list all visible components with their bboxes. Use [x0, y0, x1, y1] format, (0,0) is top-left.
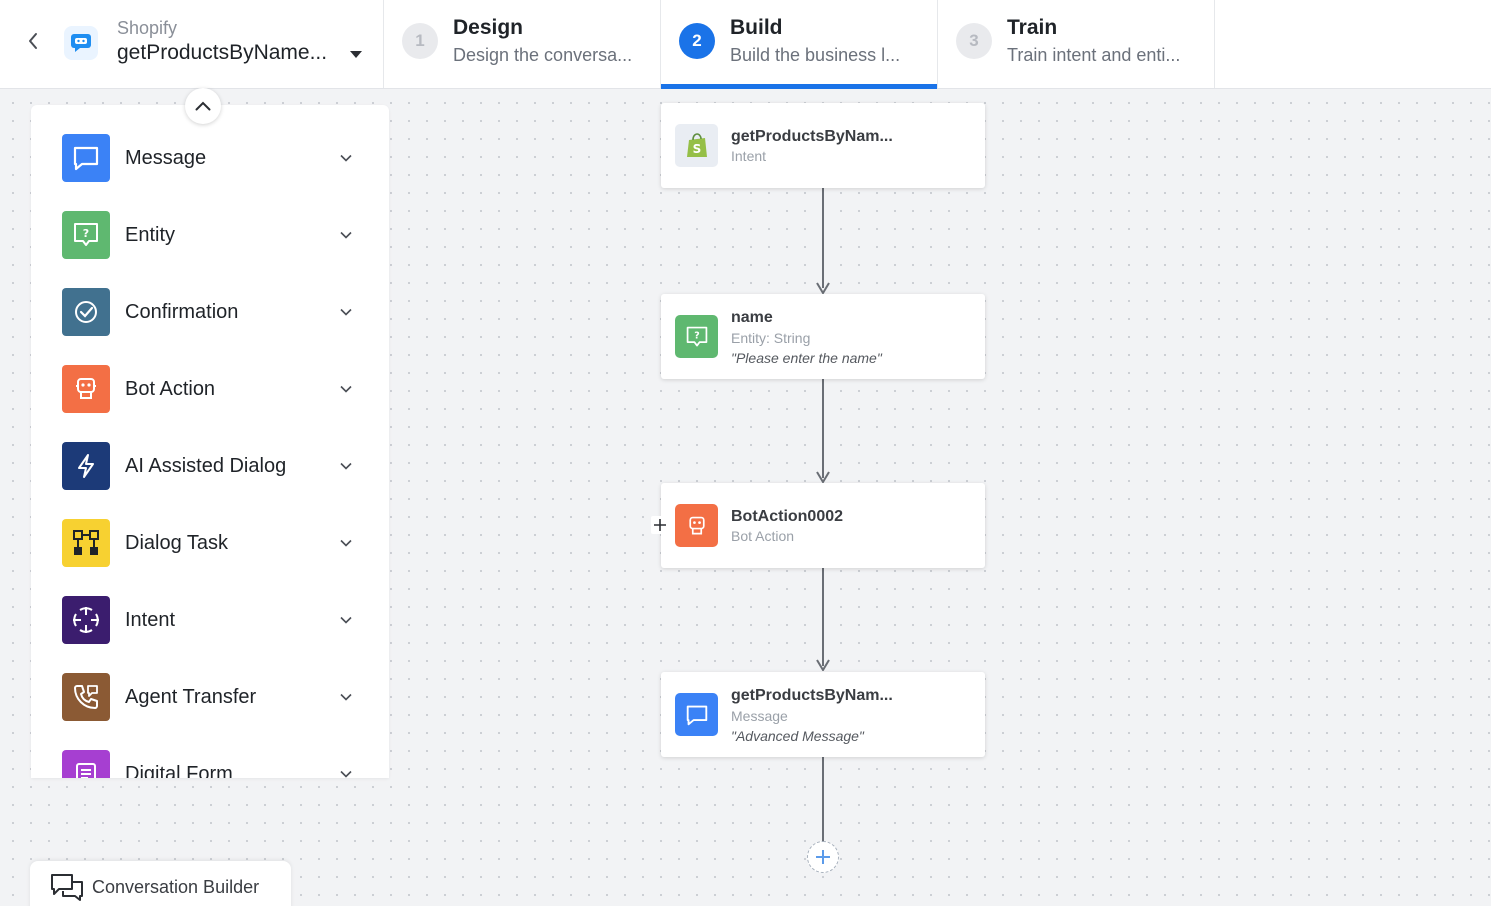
svg-text:?: ?: [694, 330, 699, 341]
top-bar: Shopify getProductsByName... 1 Design De…: [0, 0, 1491, 89]
node-type: Bot Action: [731, 528, 795, 544]
palette-item-dialog-task[interactable]: Dialog Task: [62, 519, 362, 567]
node-title: name: [731, 309, 773, 326]
palette-item-agent-transfer[interactable]: Agent Transfer: [62, 673, 362, 721]
step-subtitle: Design the conversa...: [453, 45, 633, 65]
palette-item-label: Dialog Task: [125, 531, 229, 554]
caret-down-icon[interactable]: [350, 51, 362, 59]
palette-item-confirmation[interactable]: Confirmation: [62, 288, 362, 336]
task-name[interactable]: getProductsByName...: [117, 41, 328, 64]
app-name: Shopify: [117, 18, 178, 38]
app-logo: [64, 26, 98, 60]
palette-item-label: Message: [125, 146, 207, 169]
palette-item-label: Digital Form: [125, 762, 233, 779]
connector-line: [822, 757, 824, 843]
collapse-palette-button[interactable]: [185, 88, 221, 124]
node-type: Entity: String: [731, 330, 811, 346]
palette-item-label: Bot Action: [125, 377, 216, 400]
flow-node-message[interactable]: getProductsByNam... Message "Advanced Me…: [661, 672, 985, 757]
svg-text:?: ?: [83, 227, 89, 240]
palette-item-label: AI Assisted Dialog: [125, 454, 287, 477]
connector-line: [822, 379, 824, 478]
step-title: Design: [453, 16, 524, 39]
chevron-down-icon: [340, 693, 352, 701]
arrow-down-icon: [816, 471, 830, 483]
task-selector: Shopify getProductsByName...: [0, 0, 384, 88]
entity-icon: ?: [62, 211, 110, 259]
step-number: 2: [679, 23, 715, 59]
chat-bot-icon: [71, 34, 91, 52]
plus-icon: [654, 519, 666, 531]
message-icon: [62, 134, 110, 182]
entity-icon: ?: [675, 315, 718, 358]
back-button[interactable]: [22, 30, 44, 52]
connector-line: [822, 568, 824, 666]
chevron-down-icon: [340, 154, 352, 162]
chevron-down-icon: [340, 385, 352, 393]
add-branch-button[interactable]: [651, 516, 669, 534]
tab-design[interactable]: 1 Design Design the conversa...: [384, 0, 661, 88]
palette-item-message[interactable]: Message: [62, 134, 362, 182]
flow-node-entity[interactable]: ? name Entity: String "Please enter the …: [661, 294, 985, 379]
chevron-down-icon: [340, 462, 352, 470]
palette-item-ai-assisted-dialog[interactable]: AI Assisted Dialog: [62, 442, 362, 490]
step-number: 1: [402, 23, 438, 59]
chevron-down-icon: [340, 616, 352, 624]
message-icon: [675, 693, 718, 736]
chevron-up-icon: [195, 101, 211, 111]
node-title: BotAction0002: [731, 508, 844, 525]
palette-item-label: Intent: [125, 608, 176, 631]
tab-train[interactable]: 3 Train Train intent and enti...: [938, 0, 1215, 88]
conversation-builder-label: Conversation Builder: [92, 876, 260, 897]
node-type: Intent: [731, 148, 767, 164]
palette-item-entity[interactable]: ? Entity: [62, 211, 362, 259]
arrow-down-icon: [816, 659, 830, 671]
step-number: 3: [956, 23, 992, 59]
node-palette: Message ? Entity Confirmation Bot Action…: [31, 105, 389, 778]
intent-icon: [62, 596, 110, 644]
tab-build[interactable]: 2 Build Build the business l...: [661, 0, 938, 89]
step-title: Train: [1007, 16, 1058, 39]
plus-icon: [816, 850, 830, 864]
palette-item-intent[interactable]: Intent: [62, 596, 362, 644]
palette-item-label: Entity: [125, 223, 176, 246]
shopify-icon: S: [675, 124, 718, 167]
chevron-down-icon: [340, 539, 352, 547]
digital-form-icon: [62, 750, 110, 778]
flow-node-bot-action[interactable]: BotAction0002 Bot Action: [661, 483, 985, 568]
flow-node-intent[interactable]: S getProductsByNam... Intent: [661, 103, 985, 188]
node-prompt: "Please enter the name": [731, 350, 882, 366]
chevron-down-icon: [340, 308, 352, 316]
chevron-left-icon: [29, 33, 37, 49]
node-type: Message: [731, 708, 788, 724]
palette-item-bot-action[interactable]: Bot Action: [62, 365, 362, 413]
palette-item-label: Agent Transfer: [125, 685, 257, 708]
arrow-down-icon: [816, 282, 830, 294]
bot-action-icon: [62, 365, 110, 413]
dialog-task-icon: [62, 519, 110, 567]
agent-transfer-icon: [62, 673, 110, 721]
palette-item-digital-form[interactable]: Digital Form: [62, 750, 362, 778]
node-title: getProductsByNam...: [731, 687, 893, 704]
confirmation-icon: [62, 288, 110, 336]
step-subtitle: Build the business l...: [730, 45, 901, 65]
add-node-button[interactable]: [807, 841, 839, 873]
palette-item-label: Confirmation: [125, 300, 239, 323]
step-subtitle: Train intent and enti...: [1007, 45, 1181, 65]
chevron-down-icon: [340, 770, 352, 778]
chevron-down-icon: [340, 231, 352, 239]
node-title: getProductsByNam...: [731, 128, 893, 145]
conversation-icon: [51, 874, 83, 901]
svg-text:S: S: [692, 142, 701, 156]
step-title: Build: [730, 16, 783, 39]
conversation-builder-tab[interactable]: Conversation Builder: [30, 861, 291, 906]
node-prompt: "Advanced Message": [731, 728, 864, 744]
bot-action-icon: [675, 504, 718, 547]
connector-line: [822, 188, 824, 288]
ai-dialog-icon: [62, 442, 110, 490]
